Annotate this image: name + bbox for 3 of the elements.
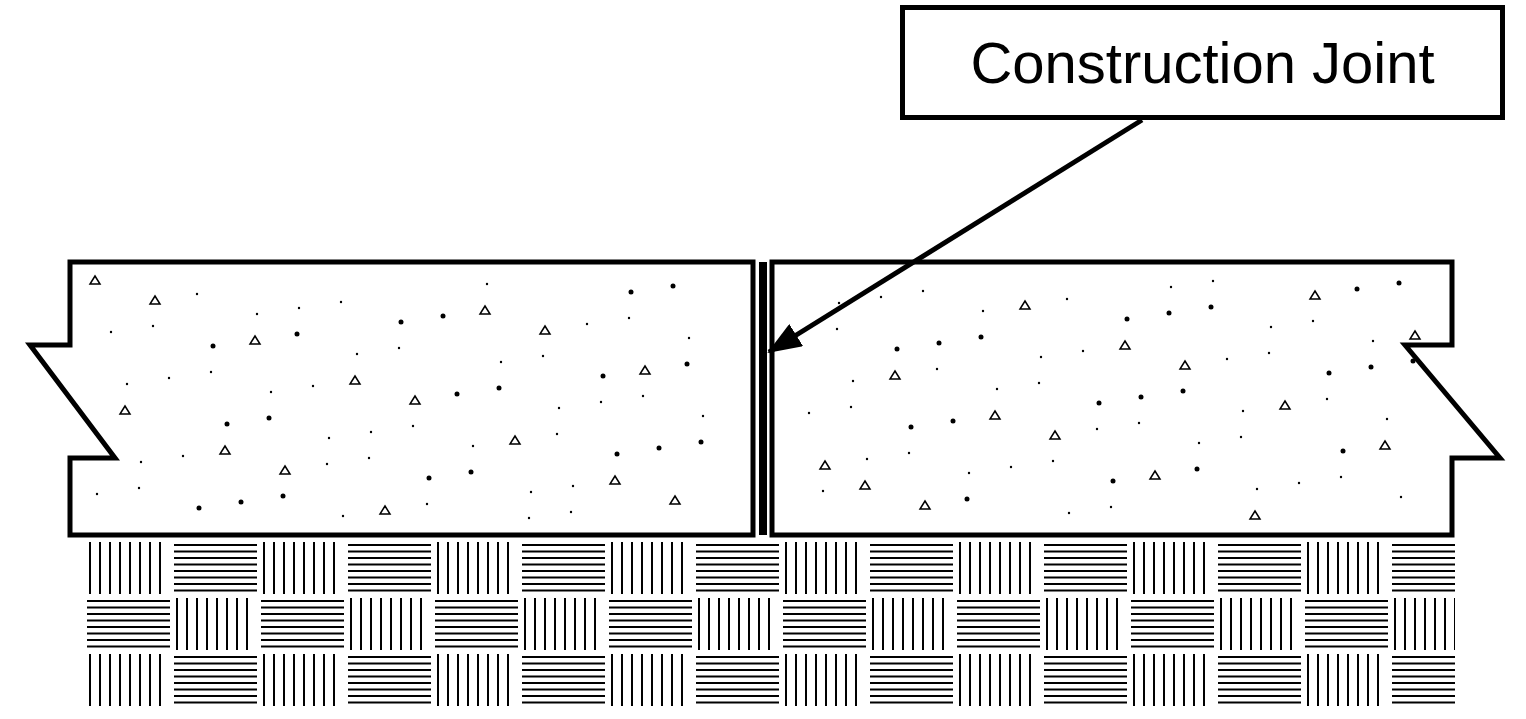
callout-label: Construction Joint <box>970 29 1435 96</box>
construction-joint <box>759 262 767 535</box>
callout-box <box>900 5 1505 120</box>
